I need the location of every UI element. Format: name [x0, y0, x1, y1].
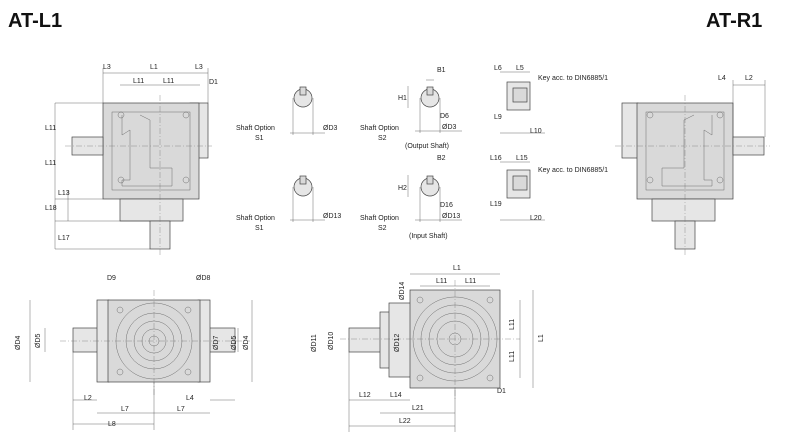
dim-label: L16 [490, 155, 502, 162]
dim-label: B1 [437, 67, 446, 74]
dim-label: D16 [440, 202, 453, 209]
dim-label: ØD8 [196, 275, 211, 282]
dim-label: ØD3 [442, 124, 457, 131]
note-shaft-option: Shaft Option [360, 125, 399, 132]
dim-label: L3 [195, 64, 203, 71]
dim-label: L3 [103, 64, 111, 71]
dim-label: L21 [412, 405, 424, 412]
at-r1-front-view: L4 L2 [615, 75, 770, 255]
note-shaft-option: Shaft Option [236, 125, 275, 132]
note-s2: S2 [378, 225, 387, 232]
note-key: Key acc. to DIN6885/1 [538, 75, 608, 82]
dim-label: L1 [453, 265, 461, 272]
dim-label: L11 [436, 278, 447, 285]
dim-label: L13 [58, 190, 70, 197]
dim-label: L22 [399, 418, 411, 425]
dim-label: L11 [465, 278, 476, 285]
note-s1: S1 [255, 225, 264, 232]
dim-label: L11 [133, 78, 144, 85]
dim-label: ØD12 [394, 334, 401, 352]
dim-label: L7 [177, 406, 185, 413]
note-s1: S1 [255, 135, 264, 142]
dim-label: L8 [108, 421, 116, 428]
dim-label: L11 [509, 319, 516, 330]
note-shaft-option: Shaft Option [236, 215, 275, 222]
dim-label: L11 [163, 78, 174, 85]
dim-label: D9 [107, 275, 116, 282]
dim-label: L7 [121, 406, 129, 413]
dim-label: L15 [516, 155, 528, 162]
note-shaft-option: Shaft Option [360, 215, 399, 222]
dim-label: ØD10 [328, 332, 335, 350]
dim-label: ØD4 [15, 336, 22, 351]
dim-label: L12 [359, 392, 371, 399]
dim-label: ØD3 [323, 125, 338, 132]
dim-label: L11 [45, 160, 56, 167]
dim-label: L11 [45, 125, 56, 132]
title-at-l1: AT-L1 [8, 10, 63, 32]
dim-label: L10 [530, 128, 542, 135]
dim-label: H2 [398, 185, 407, 192]
dim-label: ØD7 [213, 336, 220, 351]
note-output-shaft: (Output Shaft) [405, 143, 449, 150]
dim-label: L20 [530, 215, 542, 222]
dim-label: ØD5 [35, 334, 42, 349]
dim-label: L14 [390, 392, 402, 399]
dim-label: L1 [150, 64, 158, 71]
dim-label: B2 [437, 155, 446, 162]
dim-label: ØD11 [311, 334, 318, 352]
key-details: L6 L5 Key acc. to DIN6885/1 L9 L10 L16 L… [490, 65, 608, 222]
dim-label: L5 [516, 65, 524, 72]
dim-label: L19 [490, 201, 502, 208]
dim-label: ØD4 [243, 336, 250, 351]
dim-label: L9 [494, 114, 502, 121]
dim-label: D1 [497, 388, 506, 395]
dim-label: L4 [718, 75, 726, 82]
dim-label: D1 [209, 79, 218, 86]
at-l1-front-view: L3 L1 L3 L11 L11 D1 L11 L11 L13 L18 L17 [45, 64, 218, 255]
dim-label: ØD13 [323, 213, 341, 220]
dim-label: L11 [509, 351, 516, 362]
dim-label: L2 [84, 395, 92, 402]
dim-label: ØD14 [399, 282, 406, 300]
dim-label: L2 [745, 75, 753, 82]
dim-label: ØD5 [231, 336, 238, 351]
note-key: Key acc. to DIN6885/1 [538, 167, 608, 174]
at-l1-bottom-view: D9 ØD8 L2 L4 L7 L7 L8 ØD4 ØD5 ØD7 ØD5 ØD… [15, 275, 253, 430]
dim-label: L18 [45, 205, 57, 212]
dim-label: L6 [494, 65, 502, 72]
note-input-shaft: (Input Shaft) [409, 233, 448, 240]
dim-label: L17 [58, 235, 70, 242]
dim-label: H1 [398, 95, 407, 102]
note-s2: S2 [378, 135, 387, 142]
dim-label: L4 [186, 395, 194, 402]
dim-label: L1 [538, 334, 545, 342]
title-at-r1: AT-R1 [706, 10, 763, 32]
dim-label: D6 [440, 113, 449, 120]
shaft-options: ØD3 Shaft Option S1 ØD13 Shaft Option S1… [236, 67, 462, 240]
dim-label: ØD13 [442, 213, 460, 220]
at-l1-input-view: L1 L11 L11 L12 L14 L21 L22 D1 L1 L11 L11… [311, 265, 545, 432]
